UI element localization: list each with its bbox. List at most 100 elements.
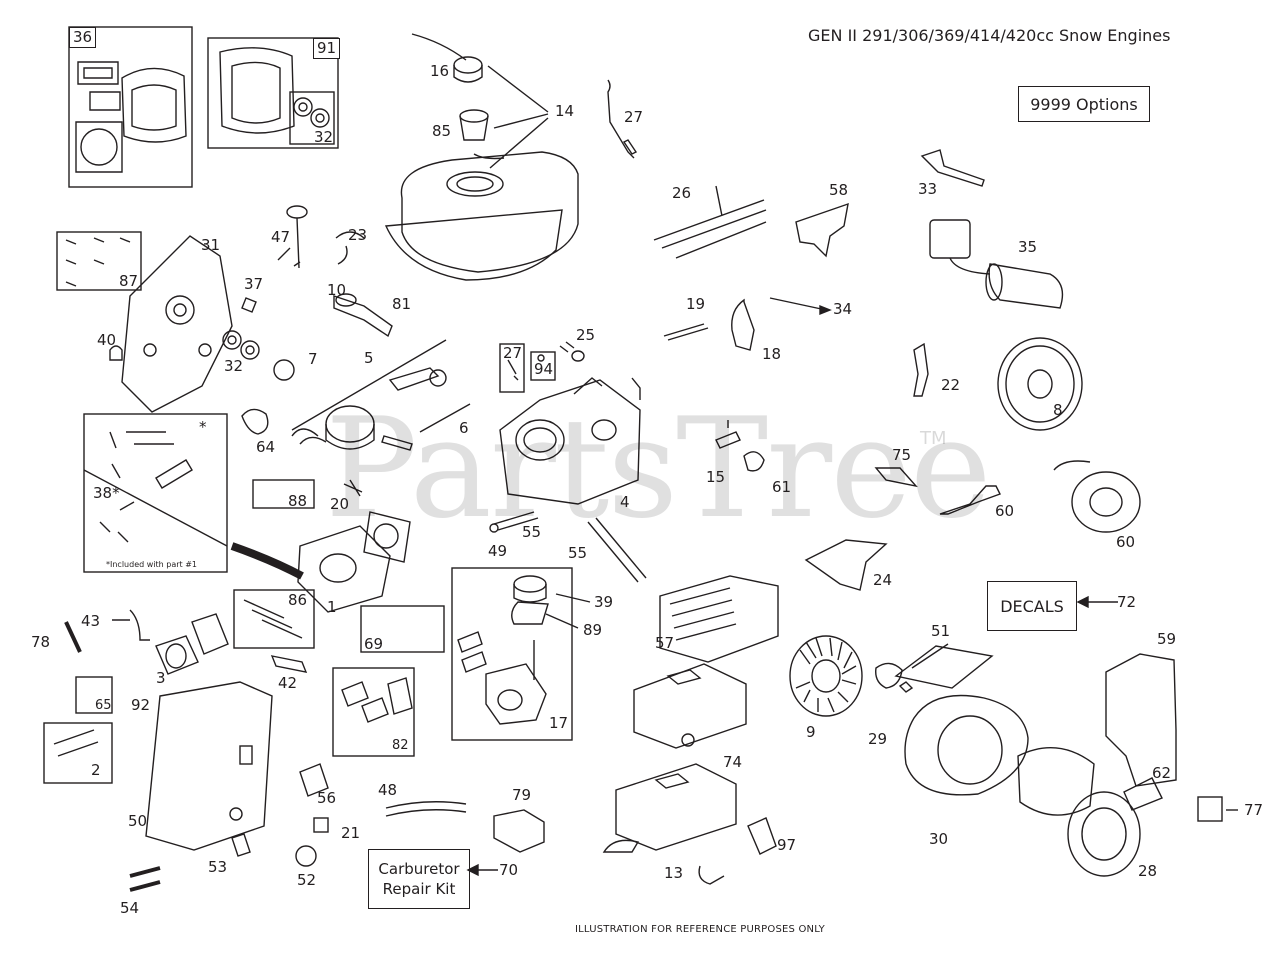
- callout-25[interactable]: 25: [576, 326, 596, 344]
- callout-43[interactable]: 43: [81, 612, 101, 630]
- callout-2[interactable]: 2: [91, 761, 101, 779]
- governor-37: [241, 297, 257, 313]
- callout-37[interactable]: 37: [244, 275, 264, 293]
- decals-box[interactable]: DECALS: [987, 581, 1077, 631]
- callout-47[interactable]: 47: [271, 228, 291, 246]
- bracket-33: [920, 149, 985, 187]
- callout-6[interactable]: 6: [459, 419, 469, 437]
- callout-81[interactable]: 81: [392, 295, 412, 313]
- bolt-set-86: [233, 589, 315, 649]
- callout-9[interactable]: 9: [806, 723, 816, 741]
- callout-78[interactable]: 78: [31, 633, 51, 651]
- callout-4[interactable]: 4: [620, 493, 630, 511]
- callout-22[interactable]: 22: [941, 376, 961, 394]
- screen-97: [747, 817, 777, 855]
- callout-57[interactable]: 57: [655, 634, 675, 652]
- callout-36[interactable]: 36: [69, 27, 97, 48]
- callout-87[interactable]: 87: [119, 272, 139, 290]
- callout-69[interactable]: 69: [364, 635, 384, 653]
- bolts-86: [243, 599, 303, 639]
- cup-29: [875, 662, 903, 689]
- callout-35[interactable]: 35: [1018, 238, 1038, 256]
- callout-58[interactable]: 58: [829, 181, 849, 199]
- box-2: [43, 722, 113, 784]
- callout-18[interactable]: 18: [762, 345, 782, 363]
- callout-27-box[interactable]: 27: [503, 344, 523, 362]
- callout-15[interactable]: 15: [706, 468, 726, 486]
- callout-82[interactable]: 82: [392, 738, 409, 753]
- callout-60-harness[interactable]: 60: [995, 502, 1015, 520]
- callout-85[interactable]: 85: [432, 122, 452, 140]
- callout-65[interactable]: 65: [95, 698, 112, 713]
- callout-14[interactable]: 14: [555, 102, 575, 120]
- carburetor-repair-kit-box[interactable]: Carburetor Repair Kit: [368, 849, 470, 909]
- kit-arrow: [230, 542, 304, 580]
- callout-48[interactable]: 48: [378, 781, 398, 799]
- callout-27[interactable]: 27: [624, 108, 644, 126]
- callout-64[interactable]: 64: [256, 438, 276, 456]
- callout-38[interactable]: 38*: [93, 484, 120, 502]
- callout-79[interactable]: 79: [512, 786, 532, 804]
- callout-86[interactable]: 86: [288, 591, 308, 609]
- valve-kit: [83, 413, 228, 573]
- callout-40[interactable]: 40: [97, 331, 117, 349]
- callout-42[interactable]: 42: [278, 674, 298, 692]
- callout-39[interactable]: 39: [594, 593, 614, 611]
- callout-72[interactable]: 72: [1117, 593, 1137, 611]
- electric-starter: [929, 219, 1064, 309]
- callout-19[interactable]: 19: [686, 295, 706, 313]
- callout-94[interactable]: 94: [534, 360, 554, 378]
- callout-29[interactable]: 29: [868, 730, 888, 748]
- callout-3[interactable]: 3: [156, 669, 166, 687]
- primer-52: [295, 845, 317, 867]
- callout-33[interactable]: 33: [918, 180, 938, 198]
- callout-61[interactable]: 61: [772, 478, 792, 496]
- callout-55-b[interactable]: 55: [568, 544, 588, 562]
- callout-59[interactable]: 59: [1157, 630, 1177, 648]
- callout-16[interactable]: 16: [430, 62, 450, 80]
- callout-62[interactable]: 62: [1152, 764, 1172, 782]
- callout-97[interactable]: 97: [777, 836, 797, 854]
- callout-55-a[interactable]: 55: [522, 523, 542, 541]
- callout-34[interactable]: 34: [833, 300, 853, 318]
- callout-53[interactable]: 53: [208, 858, 228, 876]
- callout-10[interactable]: 10: [327, 281, 347, 299]
- callout-30[interactable]: 30: [929, 830, 949, 848]
- callout-23[interactable]: 23: [348, 226, 368, 244]
- callout-5[interactable]: 5: [364, 349, 374, 367]
- callout-54[interactable]: 54: [120, 899, 140, 917]
- callout-52[interactable]: 52: [297, 871, 317, 889]
- callout-26[interactable]: 26: [672, 184, 692, 202]
- wires-19: [663, 323, 709, 341]
- options-box[interactable]: 9999 Options: [1018, 86, 1150, 122]
- bolt-set-87: [56, 231, 142, 291]
- callout-28[interactable]: 28: [1138, 862, 1158, 880]
- callout-89[interactable]: 89: [583, 621, 603, 639]
- callout-32[interactable]: 32: [224, 357, 244, 375]
- callout-49[interactable]: 49: [488, 542, 508, 560]
- callout-75[interactable]: 75: [892, 446, 912, 464]
- callout-91[interactable]: 91: [313, 38, 341, 59]
- callout-70[interactable]: 70: [499, 861, 519, 879]
- knob-61: [743, 451, 765, 472]
- callout-13[interactable]: 13: [664, 864, 684, 882]
- callout-8[interactable]: 8: [1053, 401, 1063, 419]
- callout-21[interactable]: 21: [341, 824, 361, 842]
- callout-32-gasket[interactable]: 32: [314, 128, 334, 146]
- callout-56[interactable]: 56: [317, 789, 337, 807]
- callout-17[interactable]: 17: [549, 714, 569, 732]
- callout-92[interactable]: 92: [131, 696, 151, 714]
- callout-20[interactable]: 20: [330, 495, 350, 513]
- callout-50[interactable]: 50: [128, 812, 148, 830]
- callout-24[interactable]: 24: [873, 571, 893, 589]
- callout-1[interactable]: 1: [327, 598, 337, 616]
- callout-60-stator[interactable]: 60: [1116, 533, 1136, 551]
- carb-kit-line1: Carburetor: [378, 859, 460, 878]
- callout-7[interactable]: 7: [308, 350, 318, 368]
- callout-51[interactable]: 51: [931, 622, 951, 640]
- callout-31[interactable]: 31: [201, 236, 221, 254]
- air-cleaner: [155, 613, 229, 675]
- callout-77[interactable]: 77: [1244, 801, 1264, 819]
- callout-88[interactable]: 88: [288, 492, 308, 510]
- callout-74[interactable]: 74: [723, 753, 743, 771]
